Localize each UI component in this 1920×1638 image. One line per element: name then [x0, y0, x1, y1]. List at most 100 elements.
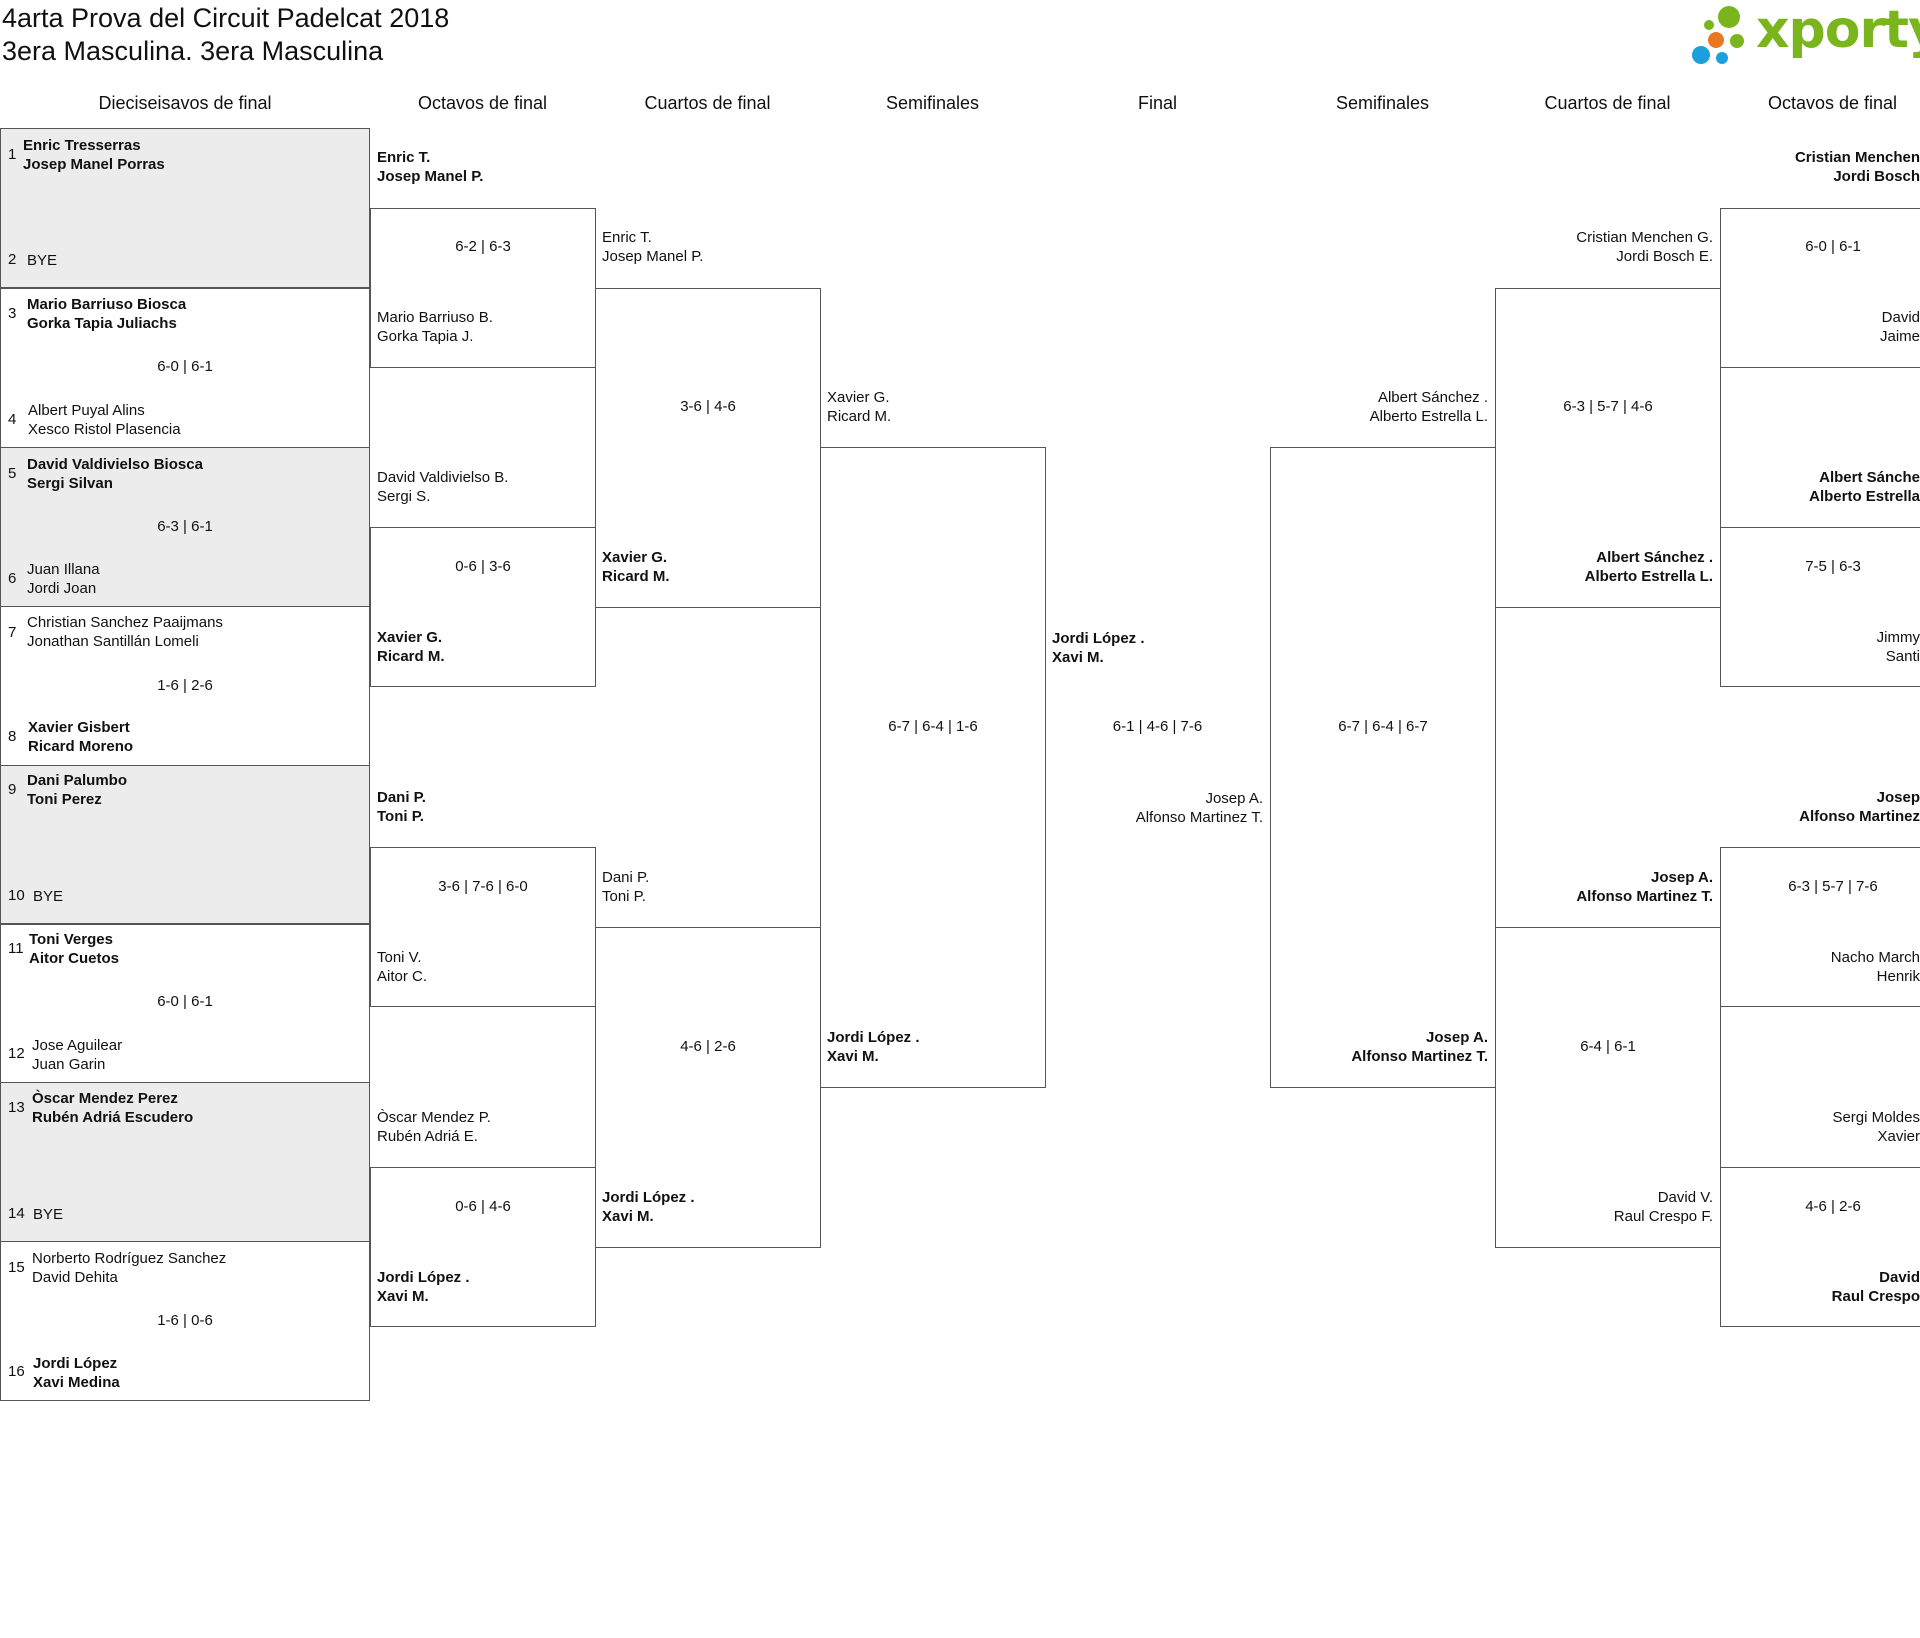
- team-name: Josep: [1876, 789, 1920, 806]
- match-score: 6-0 | 6-1: [1805, 238, 1861, 255]
- team-name: Raul Crespo F.: [1613, 1208, 1713, 1225]
- team-name: Enric T.: [602, 229, 652, 246]
- team-name: David V.: [1657, 1189, 1713, 1206]
- seed-number: 6: [8, 570, 17, 587]
- seed-number: 11: [8, 940, 24, 957]
- match-score: 1-6 | 0-6: [157, 1312, 213, 1329]
- team-name: Jordi Bosch E.: [1616, 248, 1713, 265]
- team-name: Jordi López .: [827, 1029, 920, 1046]
- team-name: Enric T.: [377, 149, 431, 166]
- r16-match-bracket: [1720, 527, 1920, 687]
- team-name: Dani P.: [602, 869, 650, 886]
- player-name: Toni Perez: [27, 791, 102, 808]
- match-score: 4-6 | 2-6: [680, 1038, 736, 1055]
- finalist-name: Xavi M.: [1052, 649, 1104, 666]
- team-name: Raul Crespo: [1831, 1288, 1920, 1305]
- team-name: Cristian Menchen: [1794, 149, 1920, 166]
- logo-text: xporty: [1756, 0, 1920, 60]
- round-header: Octavos de final: [417, 93, 548, 113]
- final-score: 6-1 | 4-6 | 7-6: [1112, 718, 1203, 735]
- match-score: 6-0 | 6-1: [157, 358, 213, 375]
- r16-match-bracket: [1720, 1167, 1920, 1327]
- logo-dot-blue: [1692, 46, 1710, 64]
- team-name: Jaime: [1879, 328, 1920, 345]
- team-name: Xavier G.: [602, 549, 668, 566]
- team-name: Jordi Bosch: [1833, 168, 1920, 185]
- player-name: Jordi López: [33, 1355, 118, 1372]
- team-name: Alfonso Martinez: [1799, 808, 1920, 825]
- seed-number: 1: [8, 146, 17, 163]
- seed-number: 9: [8, 781, 17, 798]
- team-name: Jordi López .: [377, 1269, 470, 1286]
- team-name: Alfonso Martinez T.: [1576, 888, 1713, 905]
- tournament-title-line2: 3era Masculina. 3era Masculina: [2, 36, 384, 66]
- player-name: David Valdivielso Biosca: [27, 456, 203, 473]
- team-name: Jimmy: [1876, 629, 1920, 646]
- player-name: Juan Garin: [32, 1056, 106, 1073]
- logo-dot-green-right: [1730, 34, 1744, 48]
- player-name: Josep Manel Porras: [23, 156, 165, 173]
- player-name: Toni Verges: [29, 931, 113, 948]
- match-score: 6-7 | 6-4 | 1-6: [888, 718, 978, 735]
- team-name: Xavi M.: [602, 1208, 654, 1225]
- match-score: 6-2 | 6-3: [455, 238, 511, 255]
- player-name: BYE: [33, 888, 64, 905]
- finalist-name: Jordi López .: [1052, 630, 1145, 647]
- seed-number: 7: [8, 624, 17, 641]
- team-name: Henrik: [1876, 968, 1920, 985]
- match-score: 4-6 | 2-6: [1805, 1198, 1861, 1215]
- team-name: Rubén Adriá E.: [377, 1128, 478, 1145]
- seed-number: 13: [8, 1099, 25, 1116]
- seed-number: 10: [8, 887, 25, 904]
- player-name: Xavier Gisbert: [28, 719, 130, 736]
- r32-match: [0, 1082, 370, 1242]
- team-name: Albert Sánche: [1819, 469, 1920, 486]
- player-name: Ricard Moreno: [28, 738, 134, 755]
- team-name: Sergi Moldes: [1832, 1109, 1920, 1126]
- player-name: Rubén Adriá Escudero: [32, 1109, 194, 1126]
- team-name: Ricard M.: [377, 648, 445, 665]
- player-name: David Dehita: [32, 1269, 118, 1286]
- match-score: 7-5 | 6-3: [1805, 558, 1861, 575]
- seed-number: 12: [8, 1045, 25, 1062]
- logo-dot-green: [1718, 6, 1740, 28]
- logo-dot-blue-small: [1716, 52, 1728, 64]
- player-name: Xesco Ristol Plasencia: [28, 421, 181, 438]
- match-score: 6-3 | 5-7 | 4-6: [1563, 398, 1653, 415]
- team-name: Toni P.: [602, 888, 646, 905]
- team-name: Xavi M.: [827, 1048, 879, 1065]
- player-name: Òscar Mendez Perez: [32, 1090, 178, 1107]
- match-score: 6-3 | 6-1: [157, 518, 213, 535]
- player-name: Jonathan Santillán Lomeli: [27, 633, 199, 650]
- xporty-logo: xporty: [1690, 0, 1920, 70]
- sf-match-bracket: [820, 447, 1046, 1088]
- tournament-title-line1: 4arta Prova del Circuit Padelcat 2018: [2, 3, 450, 33]
- team-name: Santi: [1885, 648, 1920, 665]
- qf-match-bracket: [1495, 927, 1721, 1248]
- seed-number: 3: [8, 305, 17, 322]
- team-name: Alberto Estrella L.: [1369, 408, 1488, 425]
- team-name: Sergi S.: [377, 488, 431, 505]
- seed-number: 5: [8, 465, 17, 482]
- match-score: 1-6 | 2-6: [157, 677, 213, 694]
- player-name: Jordi Joan: [27, 580, 97, 597]
- team-name: Dani P.: [377, 789, 426, 806]
- match-score: 3-6 | 7-6 | 6-0: [438, 878, 528, 895]
- r32-match: [0, 128, 370, 288]
- logo-dot-green-small: [1704, 20, 1714, 30]
- player-name: Albert Puyal Alins: [28, 402, 145, 419]
- player-name: Mario Barriuso Biosca: [27, 296, 187, 313]
- team-name: Òscar Mendez P.: [377, 1109, 491, 1126]
- logo-dot-orange: [1708, 32, 1724, 48]
- team-name: Josep A.: [1426, 1029, 1488, 1046]
- team-name: Josep A.: [1651, 869, 1713, 886]
- team-name: David: [1881, 309, 1920, 326]
- player-name: Juan Illana: [27, 561, 100, 578]
- match-score: 6-0 | 6-1: [157, 993, 213, 1010]
- r32-match: [0, 447, 370, 607]
- player-name: BYE: [27, 252, 58, 269]
- match-score: 6-4 | 6-1: [1580, 1038, 1636, 1055]
- round-header: Cuartos de final: [644, 93, 771, 113]
- round-header: Cuartos de final: [1544, 93, 1671, 113]
- seed-number: 15: [8, 1259, 25, 1276]
